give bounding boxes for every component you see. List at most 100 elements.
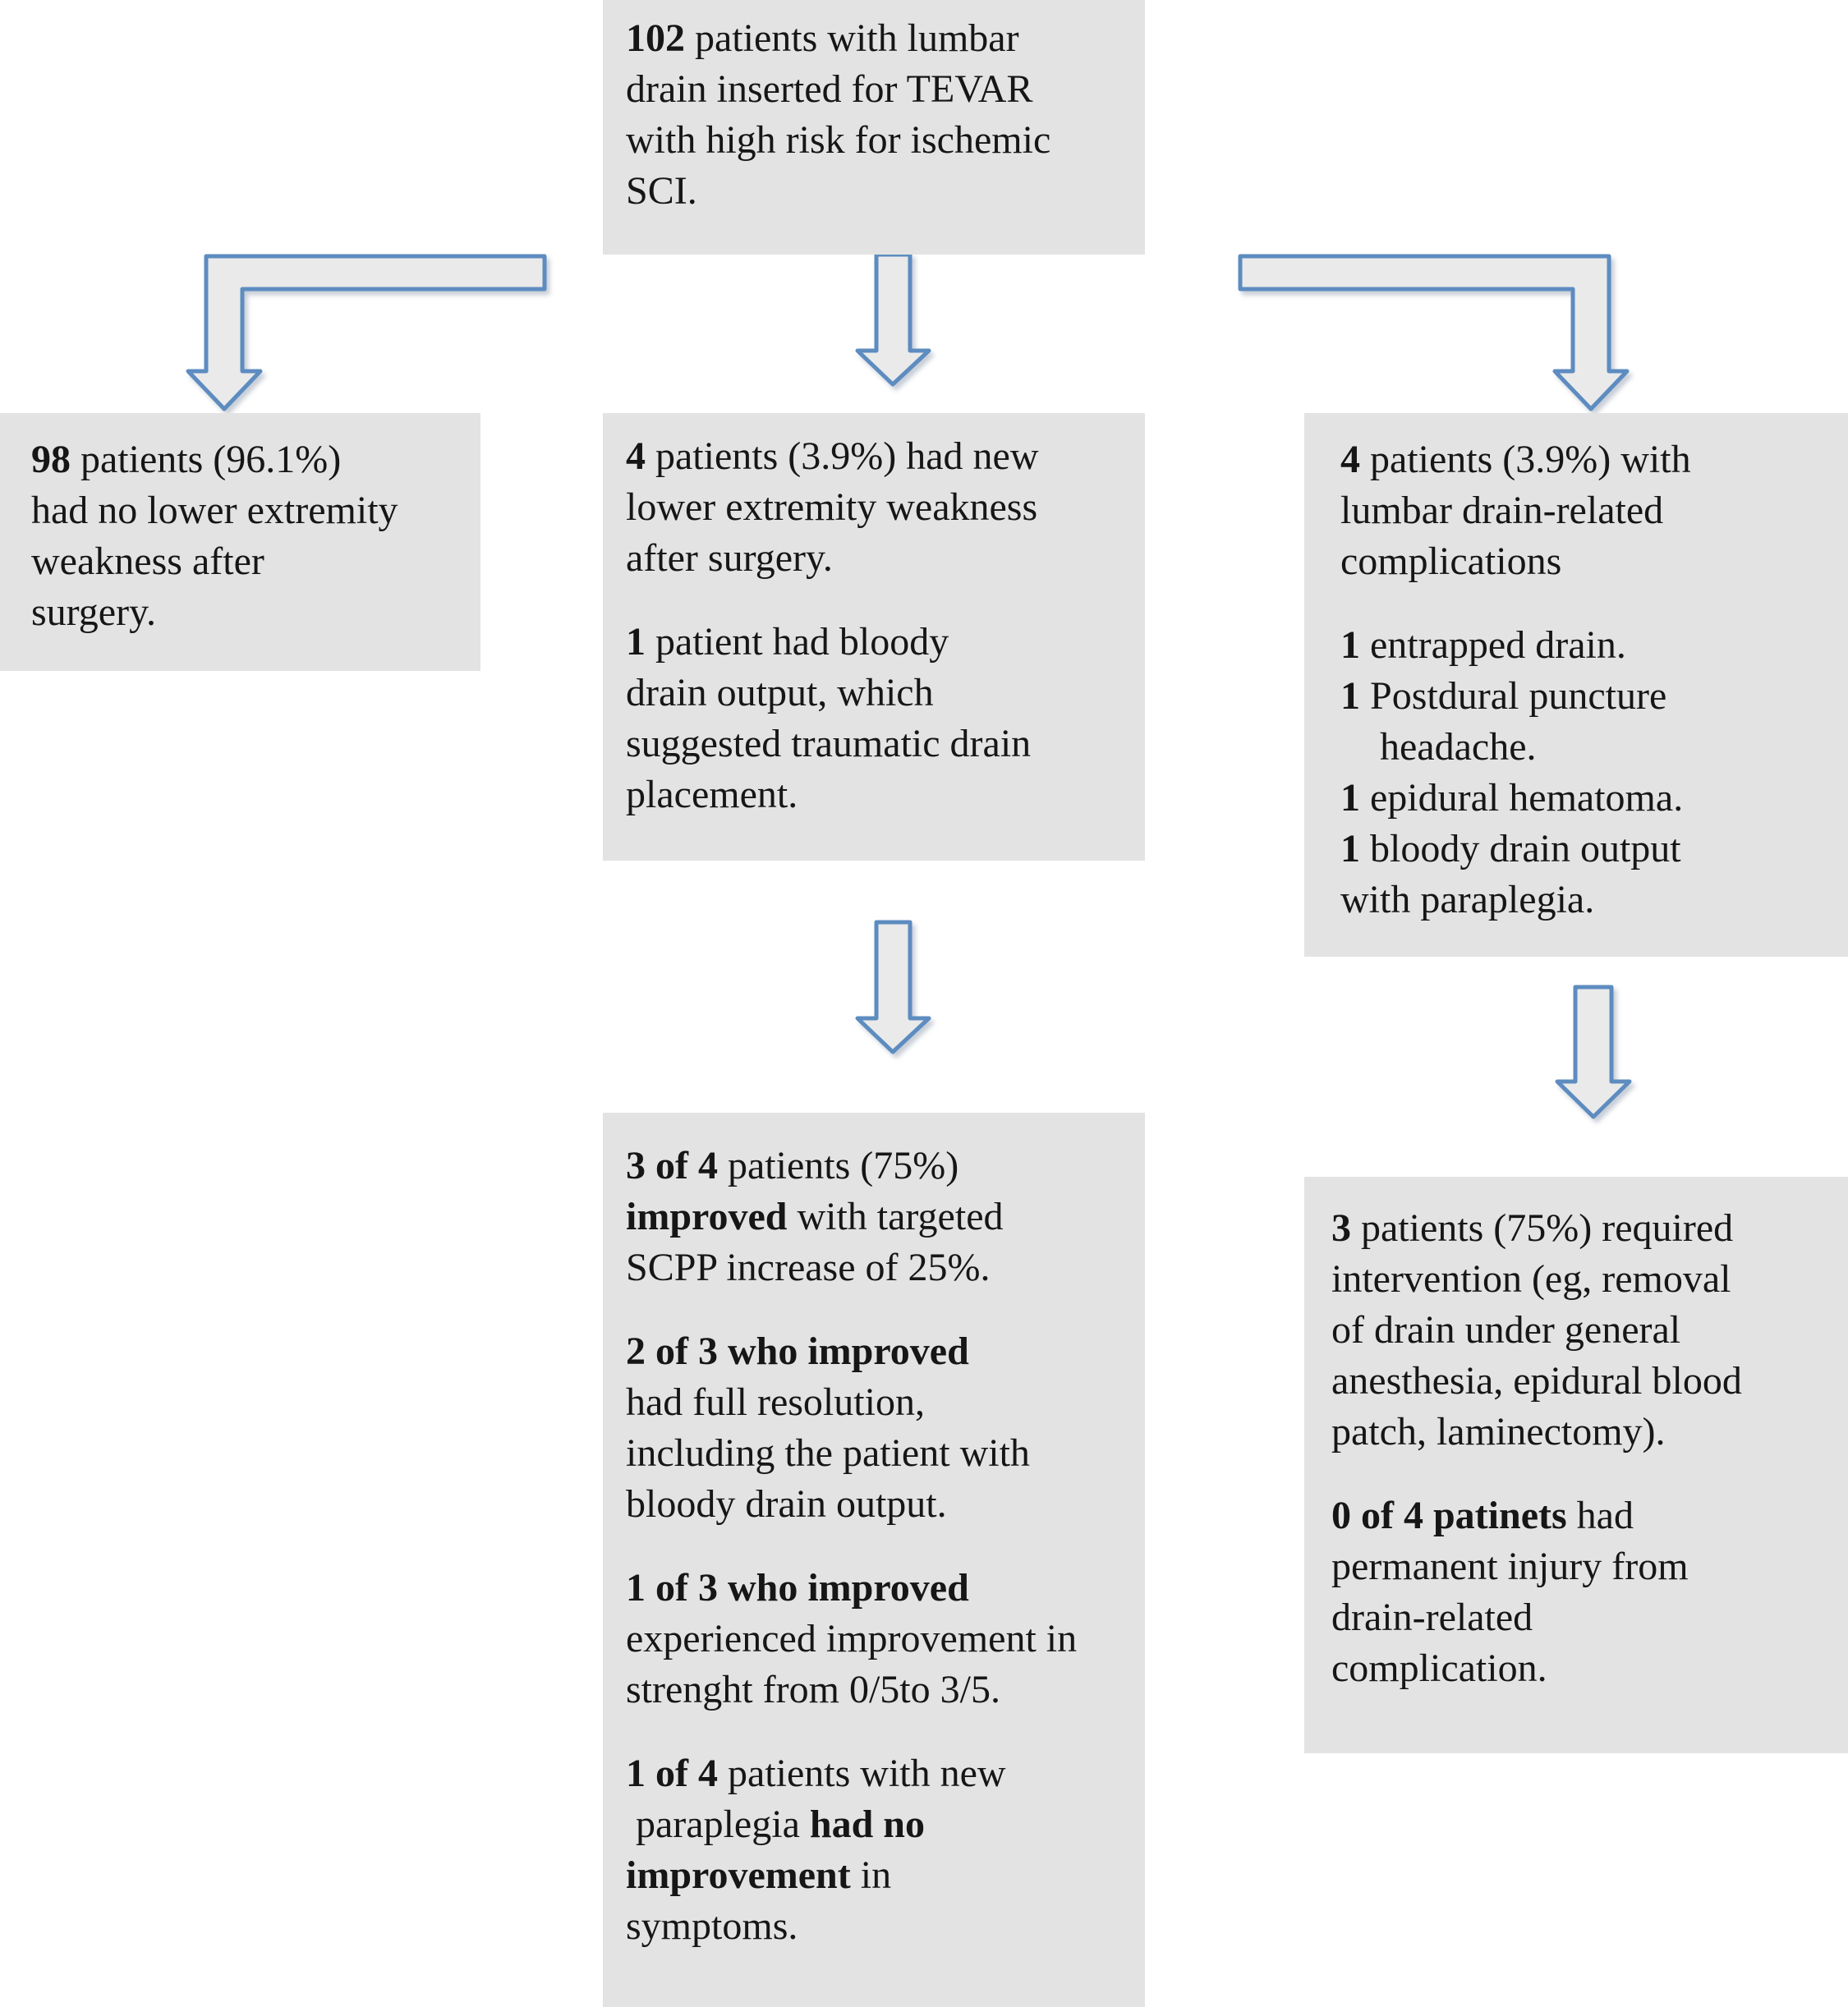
text-line: 3 of 4 patients (75%)	[626, 1141, 1137, 1192]
text-run: complication.	[1331, 1646, 1547, 1690]
bold-text-run: 2 of 3 who improved	[626, 1330, 969, 1373]
text-run: anesthesia, epidural blood	[1331, 1359, 1742, 1403]
bold-text-run: 3	[1331, 1206, 1351, 1250]
text-line: 2 of 3 who improved	[626, 1326, 1137, 1377]
text-run: placement.	[626, 773, 798, 816]
bold-text-run: 4	[626, 434, 646, 478]
text-run: epidural hematoma.	[1360, 776, 1684, 820]
bold-text-run: had no	[809, 1803, 925, 1846]
down-arrow-right-bottom-icon	[1555, 985, 1632, 1119]
text-line: drain inserted for TEVAR	[626, 64, 1137, 115]
paragraph: 1 of 3 who improved experienced improveme…	[626, 1563, 1137, 1715]
text-run: headache.	[1340, 725, 1537, 769]
bold-text-run: 1 of 3 who improved	[626, 1566, 969, 1610]
text-run: strenght from 0/5to 3/5.	[626, 1668, 1000, 1711]
text-line: complications	[1340, 536, 1840, 587]
text-line: after surgery.	[626, 533, 1137, 584]
text-line: improved with targeted	[626, 1192, 1137, 1242]
bold-text-run: 1	[1340, 776, 1360, 820]
text-run: suggested traumatic drain	[626, 722, 1032, 765]
text-line: 98 patients (96.1%)	[31, 434, 472, 485]
text-run: in	[850, 1853, 892, 1897]
text-line: 0 of 4 patinets had	[1331, 1490, 1840, 1541]
text-line: bloody drain output.	[626, 1479, 1137, 1530]
bold-text-run: 4	[1340, 438, 1360, 481]
text-line: 4 patients (3.9%) with	[1340, 434, 1840, 485]
text-run: patients (96.1%)	[71, 438, 342, 481]
text-run: patients with lumbar	[685, 16, 1019, 60]
box-no-weakness: 98 patients (96.1%)had no lower extremit…	[0, 413, 480, 671]
bold-text-run: 1	[1340, 623, 1360, 667]
text-run: had full resolution,	[626, 1380, 925, 1424]
paragraph: 1 entrapped drain.1 Postdural puncture h…	[1340, 620, 1840, 925]
text-run: SCI.	[626, 169, 697, 213]
text-line: drain output, which	[626, 668, 1137, 719]
text-line: suggested traumatic drain	[626, 719, 1137, 769]
bold-text-run: 0 of 4 patinets	[1331, 1494, 1567, 1537]
text-run: bloody drain output	[1360, 827, 1681, 870]
text-run: drain output, which	[626, 671, 934, 714]
text-run: including the patient with	[626, 1431, 1030, 1475]
text-line: had no lower extremity	[31, 485, 472, 536]
text-run: symptoms.	[626, 1904, 798, 1948]
text-line: SCI.	[626, 166, 1137, 217]
text-line: 1 patient had bloody	[626, 617, 1137, 668]
text-run: entrapped drain.	[1360, 623, 1626, 667]
text-run: patients with new	[717, 1752, 1006, 1795]
text-run: weakness after	[31, 540, 264, 583]
text-line: symptoms.	[626, 1901, 1137, 1952]
text-run: drain-related	[1331, 1596, 1533, 1639]
text-line: 1 bloody drain output	[1340, 824, 1840, 875]
text-line: experienced improvement in	[626, 1614, 1137, 1665]
text-run: lower extremity weakness	[626, 485, 1038, 529]
text-run: patients (3.9%) had new	[646, 434, 1039, 478]
text-line: surgery.	[31, 587, 472, 638]
text-line: headache.	[1340, 722, 1840, 773]
text-line: with high risk for ischemic	[626, 115, 1137, 166]
text-run: drain inserted for TEVAR	[626, 67, 1033, 111]
text-run: paraplegia	[626, 1803, 810, 1846]
text-line: complication.	[1331, 1643, 1840, 1694]
text-run: patient had bloody	[646, 620, 949, 664]
text-run: Postdural puncture	[1360, 674, 1667, 718]
down-arrow-center-bottom-icon	[855, 920, 931, 1054]
down-arrow-center-top-icon	[855, 252, 931, 387]
text-line: 1 epidural hematoma.	[1340, 773, 1840, 824]
text-run: with targeted	[787, 1195, 1004, 1238]
text-run: had no lower extremity	[31, 489, 398, 532]
bold-text-run: 1 of 4	[626, 1752, 718, 1795]
paragraph: 3 of 4 patients (75%)improved with targe…	[626, 1141, 1137, 1293]
bold-text-run: 98	[31, 438, 71, 481]
text-run: SCPP increase of 25%.	[626, 1246, 991, 1289]
text-run: with paraplegia.	[1340, 878, 1595, 921]
text-run: of drain under general	[1331, 1308, 1681, 1352]
text-line: SCPP increase of 25%.	[626, 1242, 1137, 1293]
text-run: surgery.	[31, 590, 156, 634]
text-run: lumbar drain-related	[1340, 489, 1664, 532]
text-run: complications	[1340, 540, 1562, 583]
text-line: 4 patients (3.9%) had new	[626, 431, 1137, 482]
bent-arrow-left-icon	[186, 254, 547, 411]
bold-text-run: 1	[626, 620, 646, 664]
text-line: lower extremity weakness	[626, 482, 1137, 533]
text-line: paraplegia had no	[626, 1799, 1137, 1850]
text-line: intervention (eg, removal	[1331, 1254, 1840, 1305]
bold-text-run: 3 of 4	[626, 1144, 718, 1187]
text-line: 102 patients with lumbar	[626, 13, 1137, 64]
paragraph: 2 of 3 who improved had full resolution, i…	[626, 1326, 1137, 1530]
text-run: permanent injury from	[1331, 1545, 1689, 1588]
text-line: placement.	[626, 769, 1137, 820]
text-run: experienced improvement in	[626, 1617, 1078, 1660]
text-line: anesthesia, epidural blood	[1331, 1356, 1840, 1407]
bold-text-run: 1	[1340, 827, 1360, 870]
box-improved-outcomes: 3 of 4 patients (75%)improved with targe…	[603, 1113, 1145, 2007]
text-line: strenght from 0/5to 3/5.	[626, 1665, 1137, 1715]
text-line: 3 patients (75%) required	[1331, 1203, 1840, 1254]
